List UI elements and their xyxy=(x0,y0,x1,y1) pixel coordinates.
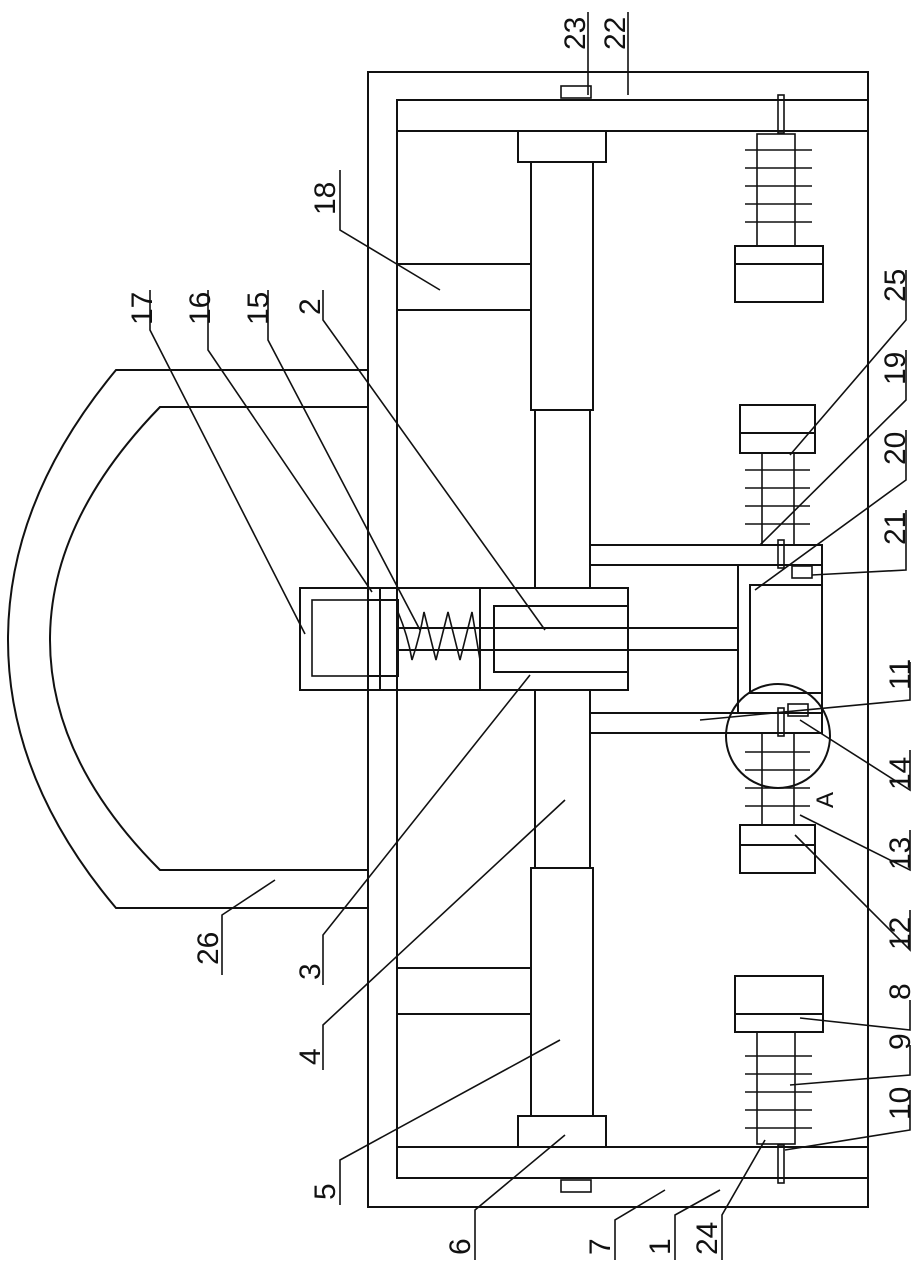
upper-slider xyxy=(531,162,593,410)
sensor-21 xyxy=(792,566,812,578)
label-22: 22 xyxy=(599,17,632,50)
shaft-bore xyxy=(494,606,628,672)
spring-unit-bottom xyxy=(735,976,823,1183)
label-17: 17 xyxy=(126,292,159,325)
label-3: 3 xyxy=(294,963,327,980)
label-21: 21 xyxy=(879,512,912,545)
center-spring xyxy=(398,612,480,660)
yoke-window xyxy=(750,585,822,693)
shaft xyxy=(398,628,738,650)
label-25: 25 xyxy=(879,269,912,302)
label-23: 23 xyxy=(559,17,592,50)
spring-unit-top xyxy=(735,95,823,302)
shaft-core xyxy=(398,628,738,650)
spring-unit-mid-upper xyxy=(740,405,815,578)
top-plate xyxy=(397,100,868,131)
end-cap-inner xyxy=(312,600,368,676)
bottom-plate xyxy=(397,1147,868,1178)
label-15: 15 xyxy=(242,292,275,325)
label-20: 20 xyxy=(879,432,912,465)
label-12: 12 xyxy=(884,917,917,950)
label-A: A xyxy=(812,792,839,808)
labels: 23 22 25 19 20 21 11 14 13 12 8 9 10 18 … xyxy=(126,17,917,1255)
handle xyxy=(8,370,368,908)
piston-housing xyxy=(480,588,628,690)
label-5: 5 xyxy=(309,1183,342,1200)
yoke-top-arm xyxy=(590,545,822,565)
label-14: 14 xyxy=(884,757,917,790)
label-8: 8 xyxy=(884,983,917,1000)
sleeve-wall-top xyxy=(368,600,398,676)
lower-strut xyxy=(397,968,531,1014)
lower-rod xyxy=(535,690,590,868)
label-2: 2 xyxy=(294,298,327,315)
bottom-pad xyxy=(561,1180,591,1192)
upper-strut xyxy=(397,264,531,310)
label-11: 11 xyxy=(884,659,917,690)
label-13: 13 xyxy=(884,837,917,870)
upper-end-block xyxy=(518,131,606,162)
label-6: 6 xyxy=(444,1238,477,1255)
lower-slider xyxy=(531,868,593,1116)
housing xyxy=(368,72,868,1207)
label-7: 7 xyxy=(584,1238,617,1255)
label-1: 1 xyxy=(644,1238,677,1255)
upper-rod xyxy=(535,410,590,588)
label-18: 18 xyxy=(309,182,342,215)
label-10: 10 xyxy=(884,1087,917,1120)
label-24: 24 xyxy=(691,1222,724,1255)
label-26: 26 xyxy=(192,932,225,965)
label-4: 4 xyxy=(294,1048,327,1065)
label-9: 9 xyxy=(884,1033,917,1050)
label-19: 19 xyxy=(879,352,912,385)
label-16: 16 xyxy=(184,292,217,325)
lower-end-block xyxy=(518,1116,606,1147)
top-pad xyxy=(561,86,591,98)
